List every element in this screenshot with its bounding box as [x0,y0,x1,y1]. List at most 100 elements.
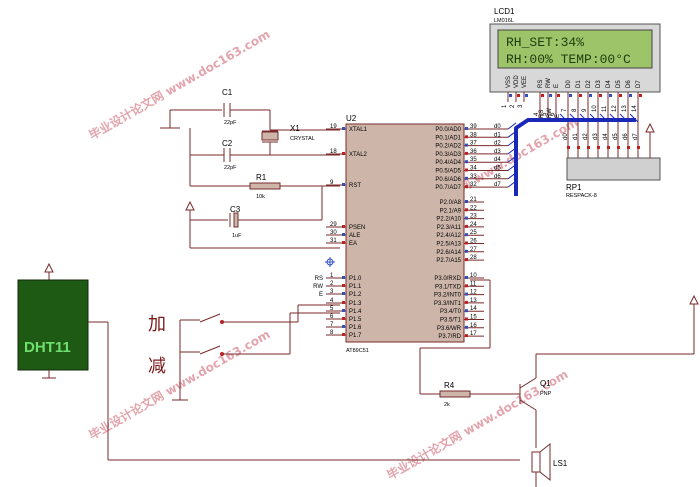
mcu-left-pin-label: P1.2 [349,292,362,298]
lcd-screen [497,29,653,69]
mcu-left-pin-label: P1.0 [349,276,362,282]
pin-marker [627,146,630,149]
lcd-pin-number: 5 [542,112,548,116]
mcu-right-pin-number: 16 [470,323,477,329]
mcu-right-pin-number: 23 [470,214,477,220]
pin-marker [465,200,468,203]
bus-entry [507,122,517,130]
mcu-right-pin-number: 10 [470,273,477,279]
mcu-right-pin-label: P2.5/A13 [436,242,461,248]
pin-marker [525,94,528,97]
pin-marker [465,292,468,296]
pin-marker [579,94,582,97]
mcu-left-pin-number: 9 [330,180,334,186]
lcd-pin-label: D2 [586,80,592,88]
mcu-left-pins: XTAL119XTAL218RST9PSEN29ALE30EA31P1.01P1… [326,124,368,339]
pin-marker [587,146,590,149]
c3-ref: C3 [230,205,241,214]
mcu-bus-label: d3 [494,149,501,155]
pin-marker [637,146,640,149]
pin-marker [465,135,468,139]
mcu-left-pin-number: 19 [330,124,337,130]
mcu-right-pin-label: P0.1/AD1 [435,135,461,141]
mcu-bus-label: d6 [494,174,501,180]
mcu-right-pin-label: P0.6/AD6 [435,177,461,183]
watermark-1: 毕业设计论文网 www.doc163.com [86,26,272,142]
mcu-right-pin-number: 17 [470,331,477,337]
buzzer-driver[interactable]: R4 2k Q1 PNP LS1 [419,279,699,487]
lcd-pin-label: VEE [522,76,528,88]
respack-value: RESPACK-8 [566,193,597,199]
lcd-part-label: LM016L [494,18,514,24]
c3-plate-b [233,212,239,228]
vcc-arrow-icon-2 [185,200,195,211]
pin-marker [617,146,620,149]
pin-marker [342,183,345,186]
mcu-bus-label: d4 [494,157,501,163]
mcu-right-pin-number: 26 [470,239,477,245]
mcu-right-pin-number: 22 [470,205,477,211]
mcu-right-pin-label: P2.4/A12 [436,233,461,239]
mcu-left-pin-number: 5 [330,306,334,312]
lcd-pin-label: D1 [576,80,582,88]
add-button-switch[interactable] [199,313,221,323]
lcd-pin-label: D7 [636,80,642,88]
buttons-group[interactable]: 加 减 [148,304,340,401]
crystal-circuit[interactable]: C1 22pF X1 CRYSTAL C2 22pF [160,88,340,186]
mcu-left-pin-label: PSEN [349,225,365,231]
sub-button-switch[interactable] [199,345,221,355]
x1-ref: X1 [290,124,300,133]
lcd-bus-label: d0 [563,133,569,140]
mcu-right-pin-label: P3.4/T0 [440,309,462,315]
mcu-right-pin-number: 38 [470,132,477,138]
bus-entry [507,155,517,163]
pin-marker [569,94,572,97]
lcd-ctrl-label: E [555,114,561,118]
lcd-module[interactable]: LCD1 LM016L RH_SET:34% RH:00% TEMP:00°C … [489,7,661,116]
mcu-left-pin-label: P1.6 [349,325,362,331]
mcu-right-pin-label: P2.2/A10 [436,217,461,223]
mcu-right-pin-label: P0.2/AD2 [435,144,461,150]
mcu-ctrl-label: E [319,292,323,298]
mcu-left-pin-number: 29 [330,222,337,228]
pin-marker [465,160,468,164]
crosshair-icon [325,257,335,267]
mcu-right-pin-label: P2.6/A14 [436,250,461,256]
pin-marker [465,151,468,155]
c1-value: 22pF [224,120,237,126]
mcu-right-pin-label: P3.6/WR [437,326,462,332]
dht11-sensor[interactable]: DHT11 [17,262,520,461]
pin-marker [342,233,345,236]
r1-ref: R1 [256,173,267,182]
mcu-bus-label: d0 [494,124,501,130]
pin-marker [599,94,602,97]
pin-marker [465,224,468,228]
lcd-pin-label: D6 [626,80,632,88]
pin-marker [549,94,552,97]
lcd-pin-number: 4 [534,112,540,116]
speaker-ls1-icon [531,451,541,473]
lcd-pin-number: 7 [562,108,568,112]
mcu-right-pin-label: P3.7/RD [438,334,461,340]
mcu-u2[interactable]: U2 AT89C51 XTAL119XTAL218RST9PSEN29ALE30… [326,114,484,354]
reset-circuit[interactable]: R1 10k C3 1uF [185,173,340,249]
lcd-bus-label: d5 [613,133,619,140]
pin-marker [509,94,512,97]
vcc-arrow-icon [645,122,655,133]
lcd-pin-label: VDD [514,75,520,88]
pin-marker [589,94,592,97]
lcd-bus-label: d6 [623,133,629,140]
bus-entry [507,164,517,171]
mcu-left-pin-label: P1.7 [349,333,362,339]
mcu-bus-label: d2 [494,141,501,147]
respack-body [566,157,661,181]
mcu-right-pin-number: 11 [470,281,477,287]
respack-rp1[interactable]: RP1 RESPACK-8 [566,122,661,199]
pin-marker [465,185,468,189]
mcu-ref: U2 [346,114,357,123]
lcd-bus-label: d7 [633,133,639,140]
